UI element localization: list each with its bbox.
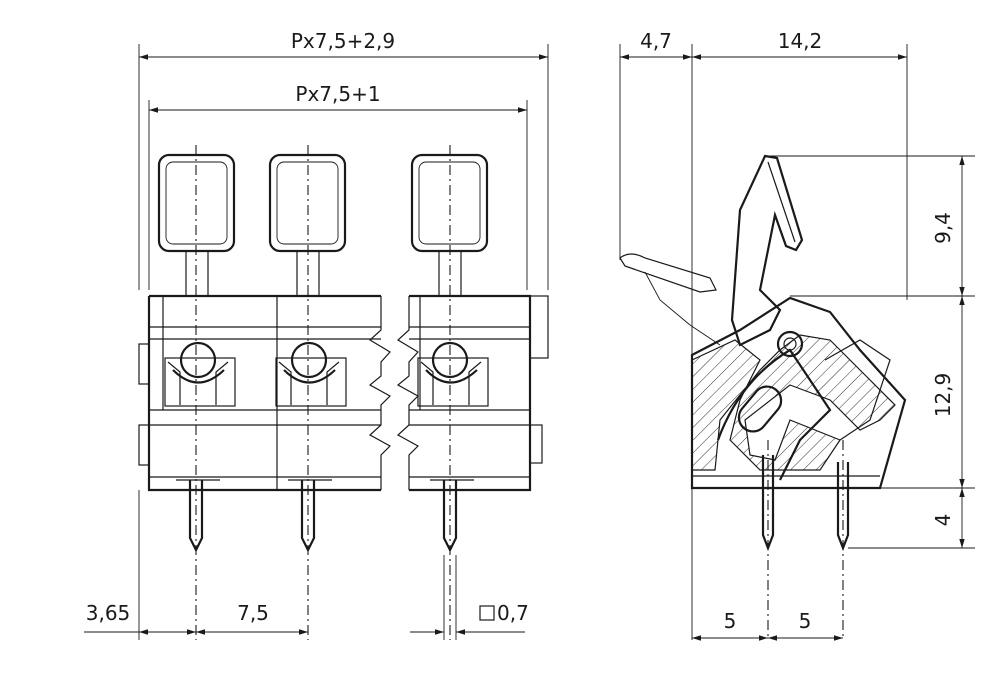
dim-pitch-label: 7,5	[237, 601, 269, 625]
dim-overall-width-label: Px7,5+2,9	[291, 29, 395, 53]
side-pins	[761, 440, 850, 640]
dim-side-top: 4,7 14,2	[619, 29, 908, 640]
side-housing	[690, 296, 907, 490]
center-lines	[195, 145, 451, 640]
side-view: 4,7 14,2	[619, 29, 975, 641]
dim-lever-height-label: 9,4	[931, 212, 955, 244]
push-buttons	[157, 153, 489, 297]
dim-pin-size-label: 0,7	[497, 601, 529, 625]
dim-side-pin-left-label: 5	[724, 609, 737, 633]
clamp-openings	[164, 341, 489, 407]
dim-pin-length-label: 4	[931, 514, 955, 527]
dim-edge-offset-label: 3,65	[86, 601, 131, 625]
lever	[619, 154, 804, 347]
dim-pin-size: 0,7	[410, 555, 529, 640]
dim-body-height-label: 12,9	[931, 373, 955, 418]
dim-overall-width: Px7,5+2,9	[138, 29, 549, 290]
dim-inner-width-label: Px7,5+1	[295, 82, 380, 106]
dim-side-offset-label: 4,7	[640, 29, 672, 53]
dim-edge-and-pitch: 3,65 7,5	[84, 490, 308, 640]
dim-side-right: 9,4 12,9 4	[770, 155, 975, 549]
housing-body	[138, 294, 549, 492]
dim-side-pin-right-label: 5	[799, 609, 812, 633]
square-pin-icon	[479, 605, 495, 621]
dim-side-bottom: 5 5	[692, 609, 843, 641]
dim-inner-width: Px7,5+1	[148, 82, 528, 290]
front-view: Px7,5+2,9 Px7,5+1	[84, 29, 549, 640]
dim-side-width-label: 14,2	[778, 29, 823, 53]
